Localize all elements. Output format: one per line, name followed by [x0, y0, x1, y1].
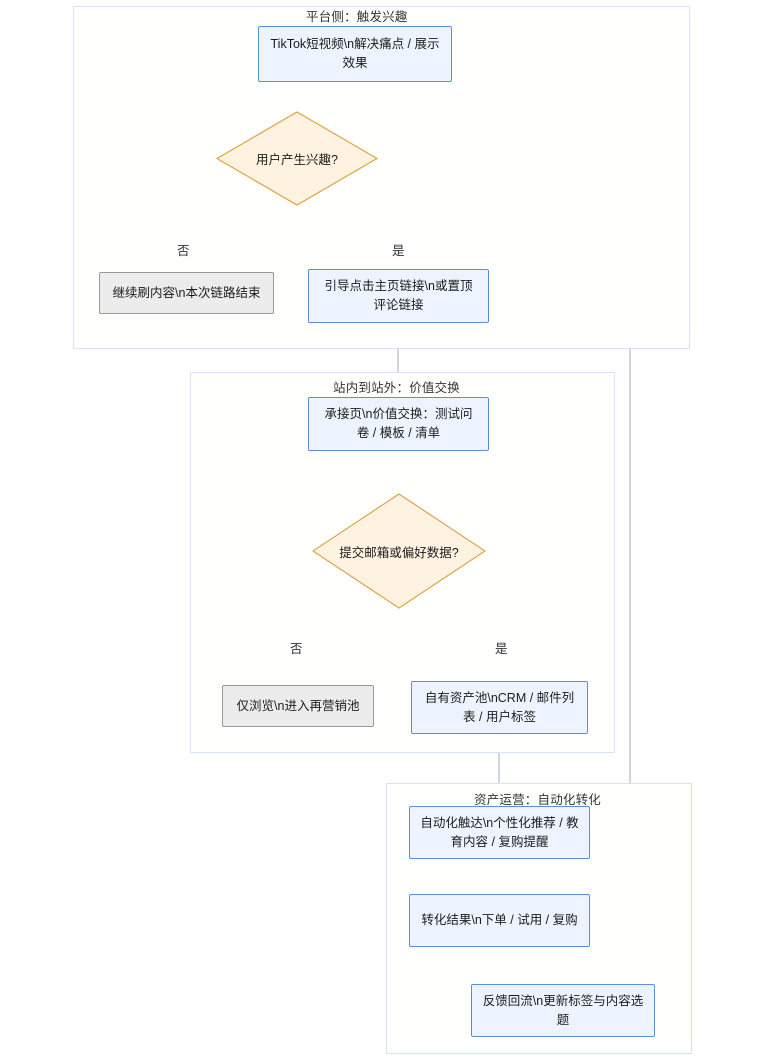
- edge-label-email-yes: 是: [493, 638, 510, 657]
- edge-label-interest-no: 否: [175, 240, 192, 259]
- edge-label-email-no: 否: [288, 638, 305, 657]
- diamond-shape: [216, 111, 378, 206]
- decision-email-label: 提交邮箱或偏好数据?: [339, 545, 459, 560]
- cluster-offsite-title: 站内到站外：价值交换: [333, 381, 461, 395]
- node-landing-page[interactable]: 承接页\n价值交换：测试问卷 / 模板 / 清单: [308, 397, 489, 451]
- node-feedback-loop[interactable]: 反馈回流\n更新标签与内容选题: [471, 984, 655, 1037]
- decision-interest-label: 用户产生兴趣?: [256, 153, 338, 167]
- diamond-shape: [312, 493, 486, 609]
- node-tiktok-video[interactable]: TikTok短视频\n解决痛点 / 展示效果: [258, 26, 452, 82]
- edge-label-interest-yes: 是: [390, 240, 407, 259]
- cluster-platform-title: 平台侧：触发兴趣: [306, 10, 408, 24]
- node-decision-email[interactable]: 提交邮箱或偏好数据?: [312, 493, 486, 609]
- node-owned-asset-pool[interactable]: 自有资产池\nCRM / 邮件列表 / 用户标签: [411, 681, 588, 734]
- node-automated-outreach[interactable]: 自动化触达\n个性化推荐 / 教育内容 / 复购提醒: [409, 806, 590, 859]
- cluster-asset-ops-title: 资产运营：自动化转化: [474, 793, 602, 807]
- node-browse-only[interactable]: 仅浏览\n进入再营销池: [222, 685, 374, 727]
- node-guide-click-link[interactable]: 引导点击主页链接\n或置顶评论链接: [308, 269, 489, 323]
- node-decision-interest[interactable]: 用户产生兴趣?: [216, 111, 378, 206]
- node-conversion-result[interactable]: 转化结果\n下单 / 试用 / 复购: [409, 894, 590, 947]
- node-keep-scrolling[interactable]: 继续刷内容\n本次链路结束: [99, 272, 274, 314]
